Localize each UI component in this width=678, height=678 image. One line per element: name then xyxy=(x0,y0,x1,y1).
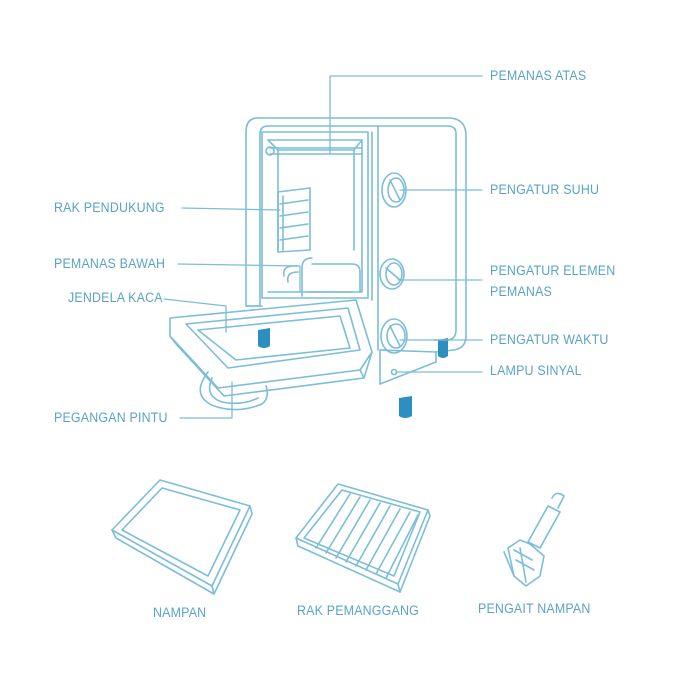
label-pengait-nampan: PENGAIT NAMPAN xyxy=(478,601,591,616)
leader-rak-pendukung xyxy=(181,207,281,211)
leader-pemanas-atas xyxy=(329,75,483,155)
label-jendela-kaca: JENDELA KACA xyxy=(68,290,163,305)
label-pemanas-bawah: PEMANAS BAWAH xyxy=(54,256,166,271)
label-pengatur-elemen-line1: PENGATUR ELEMEN xyxy=(490,263,616,278)
label-pengatur-suhu: PENGATUR SUHU xyxy=(490,182,600,197)
leader-pegangan-pintu xyxy=(179,381,233,419)
label-rak-pemanggang: RAK PEMANGGANG xyxy=(297,603,419,618)
bottom-heater xyxy=(282,257,361,297)
heating-element-knob xyxy=(379,258,405,290)
open-door xyxy=(169,299,373,397)
label-lampu-sinyal: LAMPU SINYAL xyxy=(490,363,582,378)
oven-body xyxy=(245,117,467,385)
leader-lines xyxy=(163,75,483,419)
door-handle xyxy=(199,371,269,411)
label-pengatur-waktu: PENGATUR WAKTU xyxy=(490,332,609,347)
leader-pemanas-bawah xyxy=(177,263,301,293)
support-rack xyxy=(277,187,311,253)
oven-feet xyxy=(258,328,448,418)
label-pegangan-pintu: PEGANGAN PINTU xyxy=(54,410,168,425)
leader-jendela-kaca xyxy=(163,298,227,333)
label-pengatur-elemen-pemanas: PENGATUR ELEMEN PEMANAS xyxy=(490,264,615,298)
label-nampan: NAMPAN xyxy=(153,605,207,620)
tray-illustration xyxy=(111,479,253,595)
tray-hook-illustration xyxy=(503,492,565,587)
label-pemanas-atas: PEMANAS ATAS xyxy=(490,68,587,83)
label-pengatur-elemen-line2: PEMANAS xyxy=(490,283,553,299)
grill-rack-illustration xyxy=(295,483,431,593)
timer-knob xyxy=(380,318,408,354)
label-rak-pendukung: RAK PENDUKUNG xyxy=(54,200,165,215)
